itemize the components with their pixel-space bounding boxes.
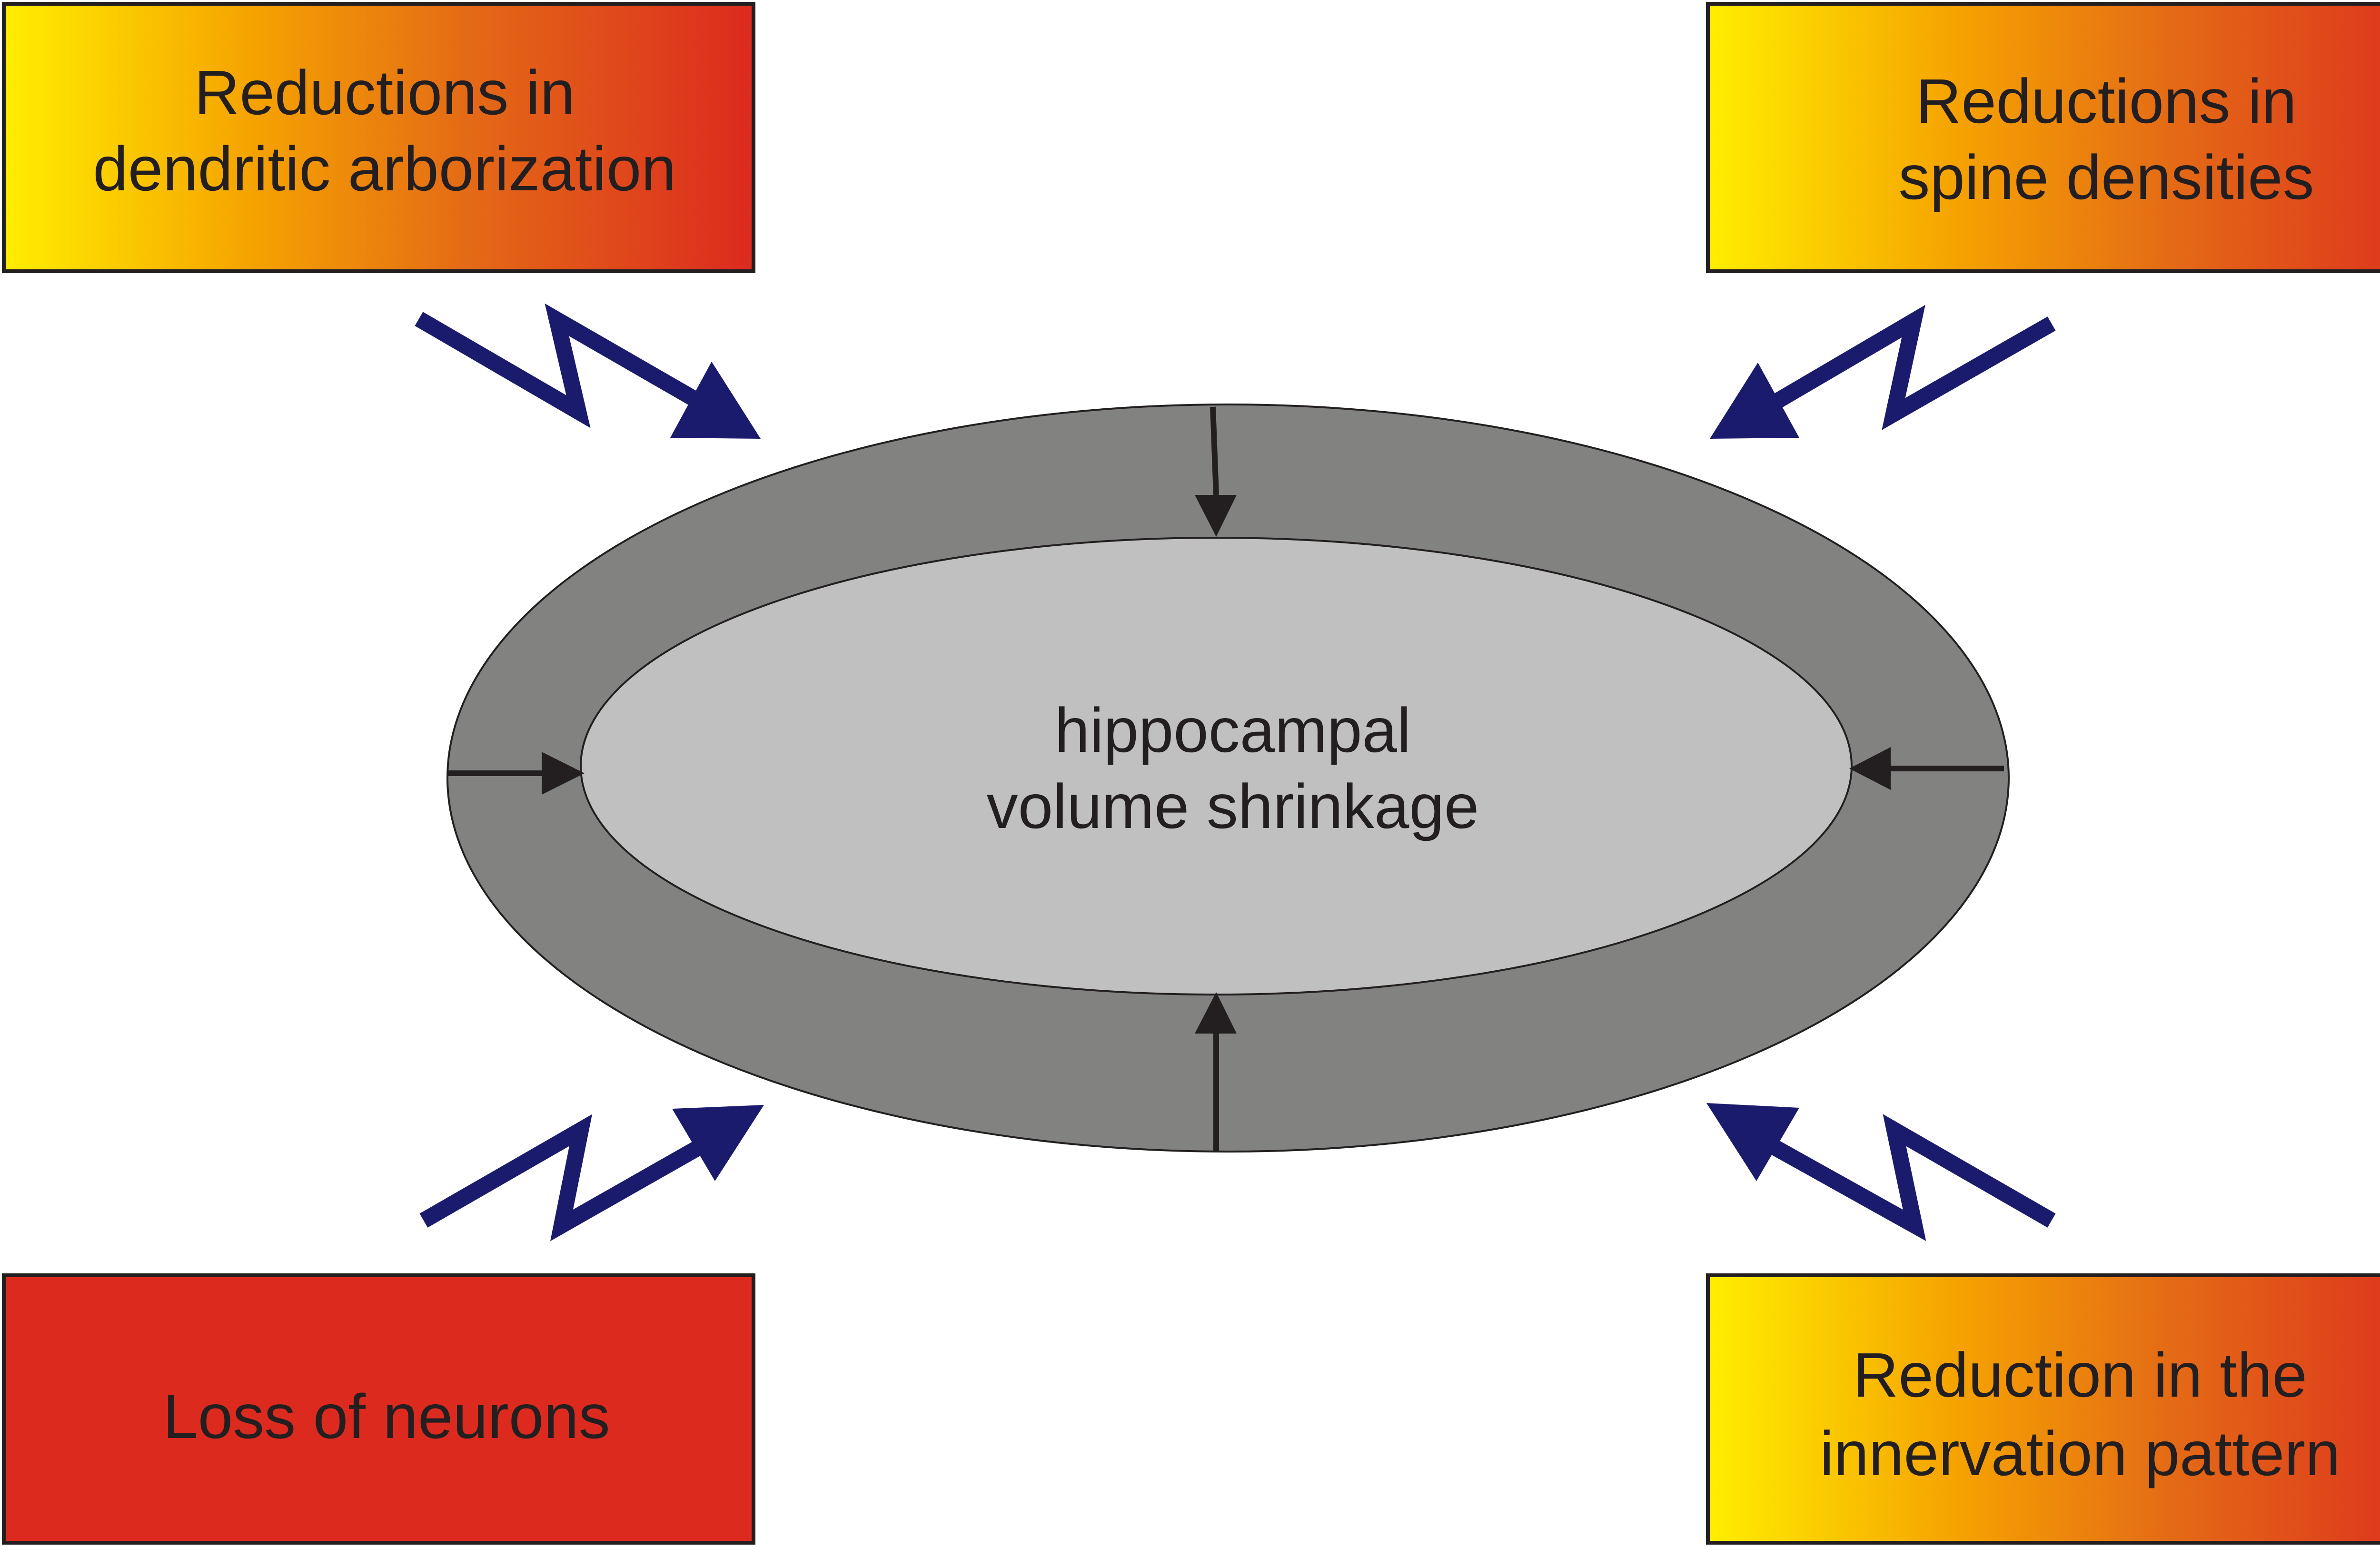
box-loss-of-neurons: Loss of neurons (2, 1273, 755, 1545)
box-innervation-pattern-line1: Reduction in the (1853, 1340, 2307, 1410)
bolt-arrow-top-left (415, 303, 761, 439)
center-label-line2: volume shrinkage (987, 771, 1479, 841)
inner-ellipse (580, 537, 1853, 995)
box-spine-densities-bg (1706, 2, 2380, 273)
arrow-bottom-inward (1195, 992, 1237, 1152)
box-loss-of-neurons-line1: Loss of neurons (163, 1381, 610, 1451)
arrow-top-inward (1195, 406, 1237, 537)
box-innervation-pattern-line2: innervation pattern (1820, 1419, 2340, 1488)
box-dendritic-arborization-bg (2, 2, 755, 273)
box-dendritic-arborization-line2: dendritic arborization (93, 134, 676, 204)
box-spine-densities-line2: spine densities (1898, 142, 2314, 212)
box-innervation-pattern-bg (1706, 1273, 2380, 1545)
arrow-left-inward (447, 752, 585, 795)
bolt-arrow-top-right (1710, 305, 2056, 439)
bolt-arrows (415, 303, 2056, 1242)
box-dendritic-arborization: Reductions in dendritic arborization (2, 2, 755, 273)
box-spine-densities: Reductions in spine densities (1706, 2, 2380, 273)
box-dendritic-arborization-line1: Reductions in (194, 58, 575, 128)
inward-arrows (447, 406, 2004, 1152)
bolt-arrow-bottom-left (419, 1105, 764, 1242)
box-spine-densities-line1: Reductions in (1916, 66, 2297, 136)
arrow-right-inward (1849, 747, 2004, 790)
center-label-line1: hippocampal (1055, 695, 1411, 765)
bolt-arrow-bottom-right (1706, 1103, 2056, 1242)
box-innervation-pattern: Reduction in the innervation pattern (1706, 1273, 2380, 1545)
box-loss-of-neurons-bg (2, 1273, 755, 1545)
hippocampus-ellipses: hippocampal volume shrinkage (446, 404, 2010, 1153)
